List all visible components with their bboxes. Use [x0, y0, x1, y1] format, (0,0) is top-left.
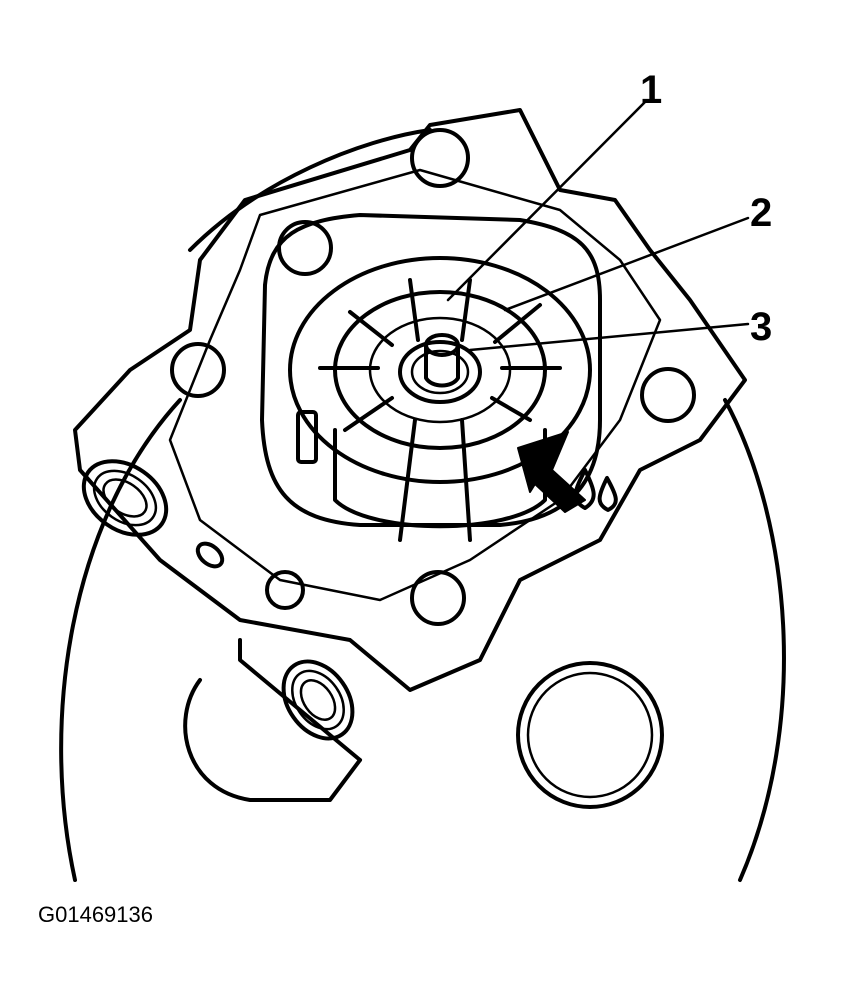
- bolt-hole-right: [640, 367, 696, 423]
- lower-housing: [183, 638, 362, 802]
- small-port: [195, 541, 225, 569]
- bolt-bosses: [170, 128, 696, 626]
- pump-shaft: [424, 333, 460, 388]
- outlet-port: [281, 659, 355, 741]
- callout-1: 1: [640, 68, 662, 112]
- callout-2: 2: [750, 191, 772, 235]
- bolt-hole-lower-left: [265, 570, 305, 610]
- bolt-hole-bottom: [410, 570, 466, 626]
- leak-arrow-icon: [517, 431, 586, 513]
- seal-ring: [398, 340, 482, 404]
- plug-cap: [516, 661, 664, 809]
- impeller: [288, 256, 592, 542]
- locating-pin: [296, 410, 318, 464]
- pump-housing: [73, 108, 747, 692]
- engine-cover-outline: [59, 128, 786, 882]
- coolant-drops-icon: [573, 468, 618, 512]
- impeller-vanes: [318, 278, 562, 542]
- bolt-hole-left: [170, 342, 226, 398]
- bolt-hole-top: [410, 128, 470, 188]
- figure-id: G01469136: [38, 902, 153, 927]
- callout-leaders: [446, 100, 750, 352]
- bolt-hole-upper-left: [277, 220, 333, 276]
- callout-3: 3: [750, 305, 772, 349]
- inlet-port: [81, 459, 169, 537]
